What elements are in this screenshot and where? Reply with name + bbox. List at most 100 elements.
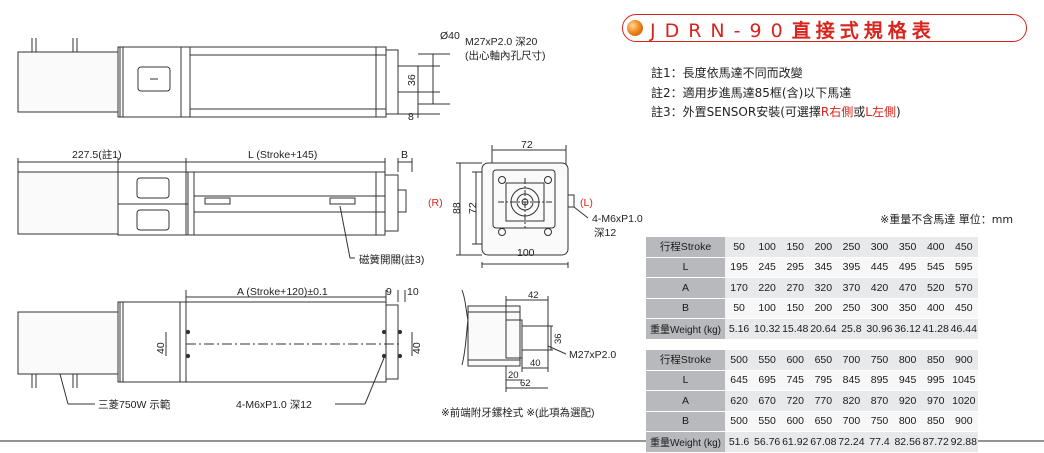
front-view [456,145,589,268]
table-cell: 92.88 [949,431,978,453]
table-cell: 50 [725,298,754,319]
table-cell: 295 [781,257,810,278]
table-cell: 900 [949,350,978,371]
table-cell: 450 [949,237,978,258]
table-cell: 650 [809,350,838,371]
table-cell: 745 [781,370,810,391]
title-banner: JDRN-90直接式規格表 [622,14,1027,42]
table-cell: 895 [865,370,894,391]
title-cjk: 直接式規格表 [791,20,936,42]
table-cell: 61.92 [781,431,810,453]
table-cell: 600 [781,411,810,432]
switch-label: 磁簧開關(註3) [359,253,424,266]
table-cell: 845 [837,370,866,391]
table-cell: 51.6 [725,431,754,453]
table-cell: 850 [921,411,950,432]
dim-40-left: 40 [155,342,167,354]
row-header: A [646,277,725,299]
table-cell: 30.96 [865,318,894,340]
dim-thread-note: (出心軸內孔尺寸) [465,49,546,62]
det-42: 42 [528,290,539,301]
table-cell: 550 [753,411,782,432]
table-cell: 41.28 [921,318,950,340]
table-cell: 20.64 [809,318,838,340]
note-3: 註3：外置SENSOR安裝(可選擇R右側或L左側) [651,105,901,119]
front-hole: 4-M6xP1.0 [592,213,643,225]
table-cell: 520 [921,277,950,299]
row-header: B [646,298,725,319]
drawing-texts: Ø40 M27xP2.0 深20 (出心軸內孔尺寸) 36 8 227.5(註1… [72,30,643,419]
detail-view [461,289,567,392]
table-cell: 500 [725,350,754,371]
table-cell: 250 [837,298,866,319]
table-cell: 920 [893,390,922,412]
table-cell: 15.48 [781,318,810,340]
table-cell: 470 [893,277,922,299]
table-cell: 700 [837,411,866,432]
table-cell: 400 [921,298,950,319]
det-20: 20 [508,370,519,381]
table-cell: 645 [725,370,754,391]
table-cell: 67.08 [809,431,838,453]
det-36: 36 [553,333,564,344]
table-cell: 170 [725,277,754,299]
table-cell: 250 [837,237,866,258]
bottom-view [17,290,413,405]
table-cell: 420 [865,277,894,299]
table-cell: 10.32 [753,318,782,340]
table-cell: 870 [865,390,894,412]
motor-label: 三菱750W 示範 [98,398,171,411]
row-header: 重量Weight (kg) [646,431,725,453]
table-cell: 970 [921,390,950,412]
dim-36: 36 [406,74,418,86]
dim-8: 8 [408,111,414,123]
table-cell: 900 [949,411,978,432]
table-cell: 25.8 [837,318,866,340]
title-model: JDRN-90 [650,20,792,42]
front-100: 100 [517,247,535,259]
front-note: ※前端附牙鏍栓式 ※(此項為選配) [441,406,595,419]
row-header: L [646,257,725,278]
table-cell: 270 [781,277,810,299]
top-view [17,38,450,118]
table-cell: 595 [949,257,978,278]
table-cell: 72.24 [837,431,866,453]
front-hole-depth: 深12 [594,227,616,239]
table-cell: 50 [725,237,754,258]
table-cell: 195 [725,257,754,278]
table-cell: 670 [753,390,782,412]
units-note: ※重量不含馬達 單位：mm [880,213,1014,226]
front-72-top: 72 [521,139,533,151]
row-header: 重量Weight (kg) [646,318,725,340]
dim-dia40: Ø40 [440,30,460,42]
table-cell: 400 [921,237,950,258]
table-cell: 545 [921,257,950,278]
table-cell: 995 [921,370,950,391]
note-1: 註1：長度依馬達不同而改變 [651,66,803,80]
front-L-label: (L) [580,197,593,209]
title-bullet-icon [627,20,643,36]
table-cell: 350 [893,298,922,319]
front-72-side: 72 [467,202,479,214]
table-cell: 77.4 [865,431,894,453]
table-cell: 220 [753,277,782,299]
table-cell: 82.56 [893,431,922,453]
table-cell: 820 [837,390,866,412]
table-cell: 200 [809,237,838,258]
hole-label: 4-M6xP1.0 深12 [236,399,312,411]
table-cell: 570 [949,277,978,299]
table-cell: 87.72 [921,431,950,453]
det-thread: M27xP2.0 [569,349,616,361]
table-cell: 36.12 [893,318,922,340]
table-cell: 800 [893,350,922,371]
table-cell: 150 [781,237,810,258]
